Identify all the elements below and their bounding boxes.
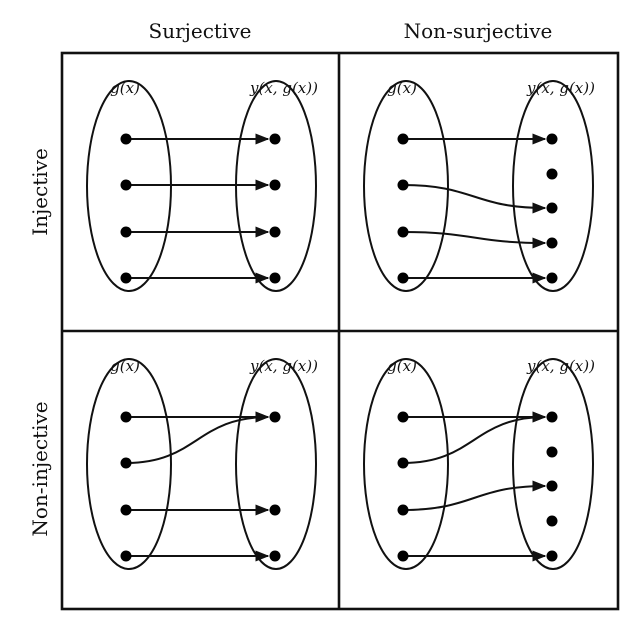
codomain-point xyxy=(269,133,281,145)
codomain-point xyxy=(269,504,281,516)
domain-point xyxy=(397,272,409,284)
codomain-label: y(x, g(x)) xyxy=(249,79,318,97)
domain-label: g(x) xyxy=(110,79,140,97)
domain-point xyxy=(397,179,409,191)
mapping-arrow xyxy=(402,184,547,214)
codomain-point xyxy=(546,202,558,214)
domain-label: g(x) xyxy=(110,357,140,375)
mapping-arrow xyxy=(402,231,547,249)
codomain-set-ellipse xyxy=(235,358,317,570)
domain-point xyxy=(397,504,409,516)
domain-point xyxy=(397,411,409,423)
codomain-point xyxy=(546,480,558,492)
panel-non-injective-non-surjective: g(x) y(x, g(x)) xyxy=(363,357,595,570)
domain-label: g(x) xyxy=(387,79,417,97)
domain-point xyxy=(120,272,132,284)
panel-non-injective-surjective: g(x) y(x, g(x)) xyxy=(86,357,318,570)
column-title-non-surjective: Non-surjective xyxy=(404,19,553,43)
codomain-point xyxy=(269,272,281,284)
domain-point xyxy=(120,457,132,469)
codomain-point xyxy=(269,179,281,191)
codomain-point xyxy=(269,550,281,562)
codomain-point xyxy=(269,226,281,238)
panels: g(x) y(x, g(x)) g(x) y(x, g(x)) g(x) y(x, g(x… xyxy=(86,79,595,570)
panel-injective-surjective: g(x) y(x, g(x)) xyxy=(86,79,318,292)
codomain-point xyxy=(546,446,558,458)
codomain-point xyxy=(546,168,558,180)
codomain-label: y(x, g(x)) xyxy=(249,357,318,375)
domain-point xyxy=(120,504,132,516)
domain-set-ellipse xyxy=(363,80,449,292)
domain-point xyxy=(120,550,132,562)
codomain-point xyxy=(546,133,558,145)
panel-injective-non-surjective: g(x) y(x, g(x)) xyxy=(363,79,595,292)
mapping-arrow xyxy=(402,480,547,511)
row-title-non-injective: Non-injective xyxy=(28,401,52,536)
codomain-set-ellipse xyxy=(512,358,594,570)
codomain-point xyxy=(546,515,558,527)
column-title-surjective: Surjective xyxy=(149,19,252,43)
domain-label: g(x) xyxy=(387,357,417,375)
domain-set-ellipse xyxy=(86,358,172,570)
codomain-point xyxy=(546,237,558,249)
mapping-arrow xyxy=(125,411,270,464)
codomain-set-ellipse xyxy=(512,80,594,292)
domain-point xyxy=(397,550,409,562)
codomain-point xyxy=(546,411,558,423)
codomain-label: y(x, g(x)) xyxy=(526,79,595,97)
domain-point xyxy=(397,457,409,469)
codomain-label: y(x, g(x)) xyxy=(526,357,595,375)
codomain-point xyxy=(546,272,558,284)
domain-point xyxy=(120,226,132,238)
domain-point xyxy=(397,133,409,145)
mapping-arrow xyxy=(402,411,547,464)
domain-point xyxy=(120,133,132,145)
codomain-point xyxy=(269,411,281,423)
row-title-injective: Injective xyxy=(28,148,52,236)
domain-point xyxy=(397,226,409,238)
domain-point xyxy=(120,179,132,191)
codomain-point xyxy=(546,550,558,562)
domain-set-ellipse xyxy=(363,358,449,570)
domain-point xyxy=(120,411,132,423)
